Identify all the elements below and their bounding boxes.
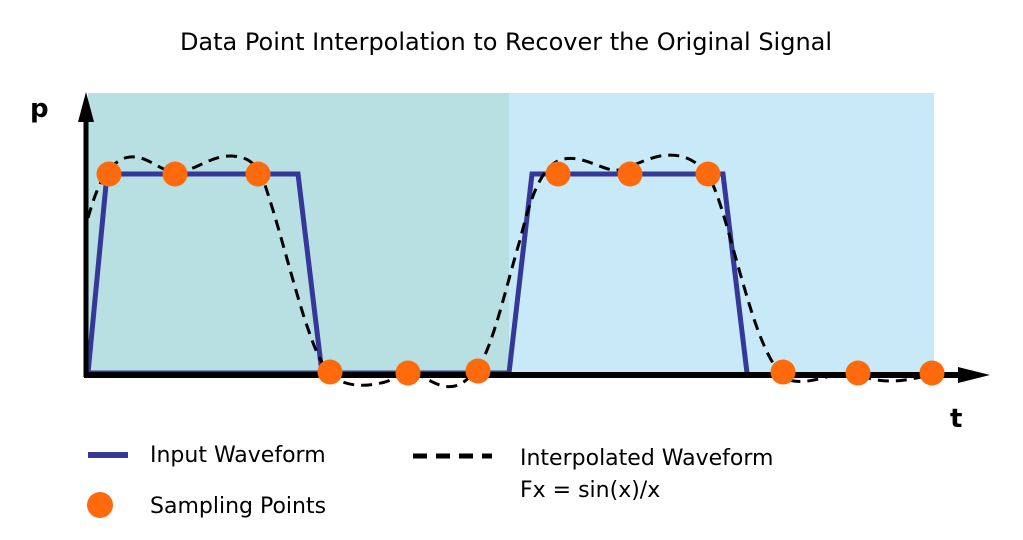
diagram-title: Data Point Interpolation to Recover the … (180, 28, 832, 56)
legend-sampling-label: Sampling Points (150, 494, 326, 519)
x-axis-arrow-icon (958, 367, 990, 383)
y-axis-arrow-icon (78, 92, 94, 122)
sampling-points (96, 161, 945, 386)
period-region-2 (509, 93, 934, 374)
x-axis-label: t (950, 404, 962, 434)
legend-sampling-swatch (87, 492, 113, 518)
sampling-point (245, 161, 271, 187)
sampling-point (96, 161, 122, 187)
legend-formula: Fx = sin(x)/x (520, 478, 660, 503)
sampling-point (395, 360, 421, 386)
interpolated-waveform (86, 153, 933, 389)
sampling-point (770, 359, 796, 385)
legend-interpolated-label: Interpolated Waveform (520, 446, 773, 471)
sampling-point (845, 360, 871, 386)
sampling-point (545, 161, 571, 187)
sampling-point (317, 359, 343, 385)
y-axis-label: p (30, 94, 49, 124)
period-region-1 (88, 93, 509, 374)
sampling-point (617, 161, 643, 187)
legend-input-label: Input Waveform (150, 443, 326, 468)
sampling-point (162, 161, 188, 187)
sampling-point (465, 358, 491, 384)
sampling-point (919, 360, 945, 386)
sampling-point (695, 161, 721, 187)
